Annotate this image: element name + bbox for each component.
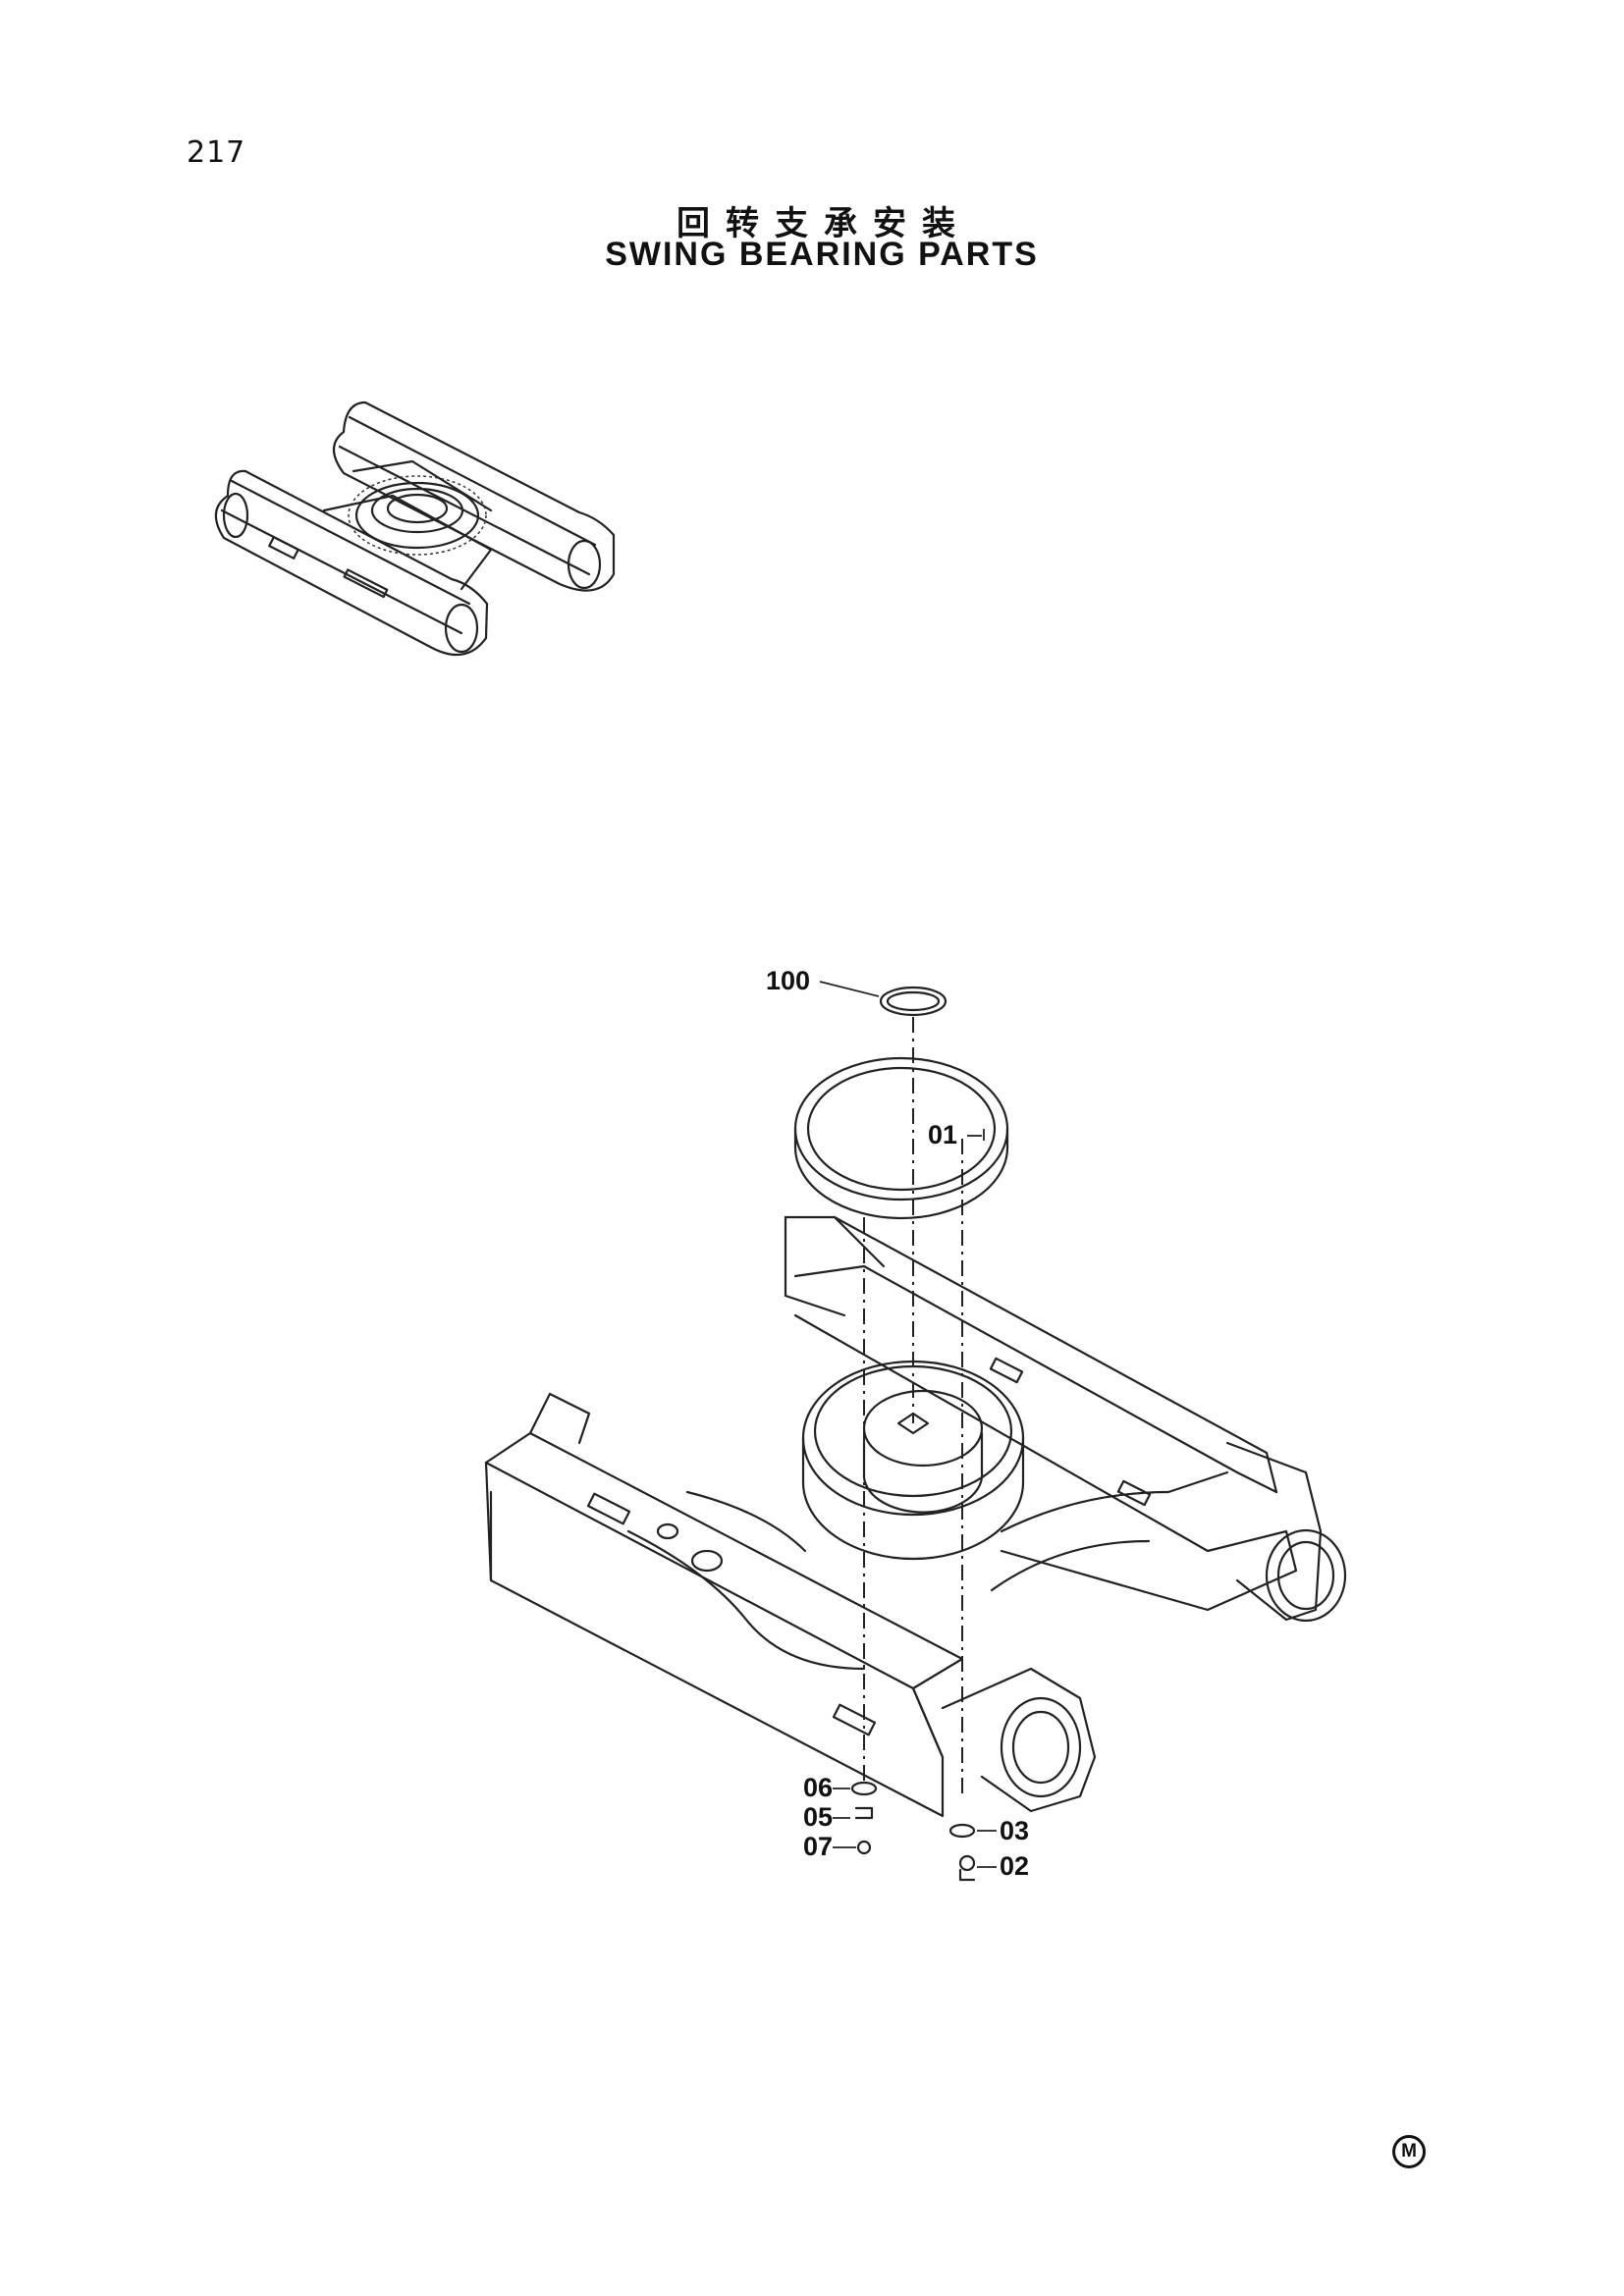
lower-frame (484, 1215, 1347, 1818)
title-chinese: 回转支承安装 (677, 204, 971, 243)
callout-05: 05 (803, 1802, 834, 1832)
part-01-swing-bearing (793, 1056, 1009, 1220)
callout-01: 01 (928, 1120, 958, 1149)
callout-100: 100 (766, 966, 811, 995)
callout-07: 07 (803, 1832, 834, 1861)
callout-06: 06 (803, 1773, 834, 1802)
corner-m-mark: M (1392, 2135, 1426, 2168)
page-number: 217 (187, 135, 246, 170)
callout-02: 02 (1000, 1851, 1030, 1881)
fasteners (850, 1781, 976, 1882)
title-english: SWING BEARING PARTS (605, 236, 1039, 273)
callout-03: 03 (1000, 1816, 1030, 1845)
part-100-ring (879, 986, 947, 1017)
